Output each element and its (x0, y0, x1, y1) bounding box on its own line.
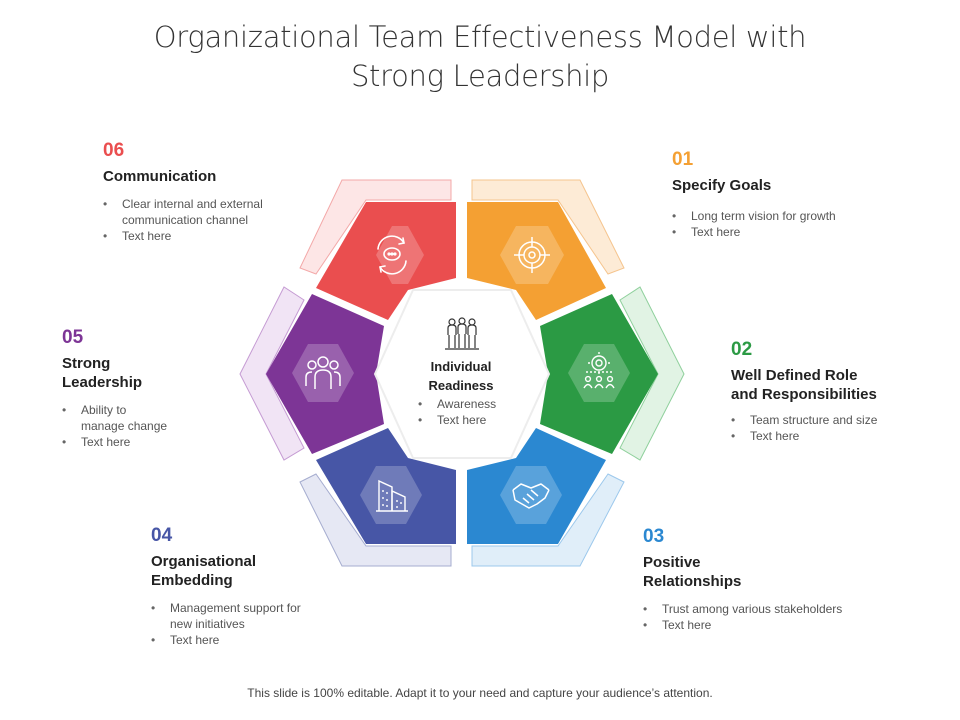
bullet-item: Text here (151, 632, 351, 648)
bullet-item: Ability to (62, 402, 222, 418)
block-number: 01 (672, 149, 694, 170)
block-heading-line2: and Responsibilities (731, 386, 877, 403)
chat-cycle-icon (377, 235, 407, 275)
block-heading-line2: Relationships (643, 573, 742, 590)
building-icon (376, 479, 408, 512)
badge-01 (500, 226, 564, 284)
block-heading: Organisational Embedding (151, 552, 351, 590)
target-icon (514, 237, 550, 273)
center-title-line1: Individual (430, 359, 492, 374)
bullet-item: manage change (81, 419, 168, 433)
block-bullets: Trust among various stakeholders Text he… (643, 601, 883, 633)
bullet-item: Text here (103, 228, 303, 244)
block-03: 03 Positive Relationships Trust among va… (643, 526, 883, 633)
block-heading: Well Defined Role and Responsibilities (731, 366, 931, 404)
block-heading: Strong Leadership (62, 354, 222, 392)
center-bullet: Awareness (418, 396, 516, 412)
bullet-item: new initiatives (170, 617, 245, 631)
block-heading-line1: Well Defined Role (731, 367, 858, 384)
team-structure-icon (583, 352, 615, 389)
slide-title-line1: Organizational Team Effectiveness Model … (153, 20, 807, 54)
footer-note: This slide is 100% editable. Adapt it to… (247, 686, 713, 700)
team-icon (445, 317, 479, 350)
frame-06 (299, 179, 452, 275)
block-02: 02 Well Defined Role and Responsibilitie… (731, 339, 931, 444)
center-bullets: Awareness Text here (406, 396, 516, 428)
block-bullets: Clear internal and external communicatio… (103, 196, 303, 244)
block-heading-line1: Strong (62, 355, 111, 372)
block-heading-line1: Organisational (151, 553, 257, 570)
block-heading: Communication (103, 167, 303, 186)
handshake-icon (512, 483, 550, 509)
center-block: Individual Readiness Awareness Text here (406, 357, 516, 428)
slide-title: Organizational Team Effectiveness Model … (80, 18, 880, 96)
badge-05 (292, 344, 354, 402)
block-heading-line2: Embedding (151, 572, 233, 589)
people-icon (305, 356, 341, 389)
bullet-item: Text here (62, 434, 222, 450)
block-bullets: Ability to manage change Text here (62, 402, 222, 450)
bullet-item: Trust among various stakeholders (643, 601, 883, 617)
block-number: 05 (62, 327, 84, 348)
frame-03 (471, 473, 625, 567)
center-bullet: Text here (418, 412, 516, 428)
block-number: 03 (643, 526, 665, 547)
bullet-item: Long term vision for growth (672, 208, 872, 224)
block-number: 06 (103, 140, 125, 161)
segment-06 (316, 202, 456, 320)
bullet-item: Text here (643, 617, 883, 633)
bullet-item: communication channel (122, 213, 249, 227)
block-06: 06 Communication Clear internal and exte… (103, 140, 303, 244)
frame-04 (299, 473, 452, 567)
block-01: 01 Specify Goals Long term vision for gr… (672, 149, 872, 240)
center-title-line2: Readiness (428, 378, 494, 393)
slide-title-line2: Strong Leadership (350, 59, 610, 93)
block-heading: Specify Goals (672, 176, 872, 195)
block-heading-line1: Specify Goals (672, 177, 772, 194)
block-05: 05 Strong Leadership Ability to manage c… (62, 327, 222, 450)
bullet-item: Team structure and size (731, 412, 931, 428)
bullet-item: Text here (672, 224, 872, 240)
block-bullets: Long term vision for growth Text here (672, 208, 872, 240)
block-heading-line2: Leadership (62, 374, 143, 391)
badge-04 (360, 466, 422, 524)
bullet-item: Management support for (151, 600, 351, 616)
block-bullets: Management support for new initiatives T… (151, 600, 351, 648)
block-heading: Positive Relationships (643, 553, 883, 591)
segment-04 (316, 428, 456, 544)
bullet-item: Clear internal and external (103, 196, 303, 212)
block-heading-line1: Communication (103, 168, 217, 185)
bullet-item: Text here (731, 428, 931, 444)
segment-05 (266, 294, 384, 454)
block-04: 04 Organisational Embedding Management s… (151, 525, 351, 648)
block-bullets: Team structure and size Text here (731, 412, 931, 444)
block-number: 04 (151, 525, 173, 546)
frame-01 (471, 179, 625, 275)
block-number: 02 (731, 339, 753, 360)
badge-03 (500, 466, 562, 524)
center-title: Individual Readiness (406, 357, 516, 395)
block-heading-line1: Positive (643, 554, 701, 571)
